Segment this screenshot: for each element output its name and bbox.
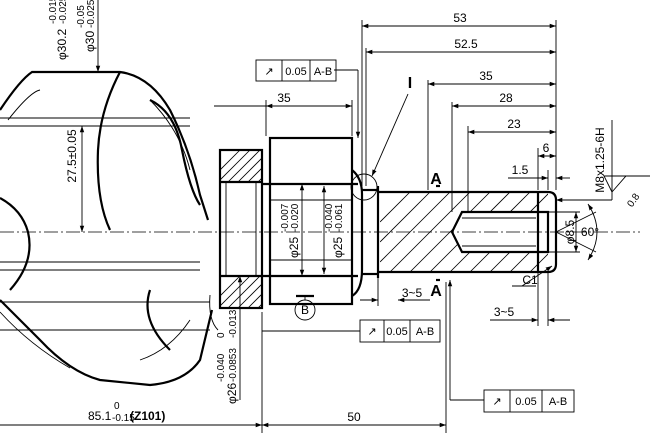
angle-60: 60°	[581, 225, 599, 239]
diam-26: φ26 -0.040 -0.0853 0 -0.013	[216, 309, 239, 404]
diam-30-2: φ30.2 -0.015 -0.025	[48, 0, 69, 60]
diam-25-b: φ25 -0.040 -0.061	[324, 203, 345, 258]
svg-text:0.05: 0.05	[285, 66, 306, 78]
svg-text:-0.15: -0.15	[112, 413, 135, 424]
dim-50: 50	[347, 410, 361, 424]
chamfer-c1: C1	[522, 273, 538, 287]
svg-text:-0.040: -0.040	[216, 353, 227, 382]
svg-text:-0.013: -0.013	[228, 309, 239, 338]
svg-text:-0.0853: -0.0853	[228, 348, 239, 382]
svg-text:-0.040: -0.040	[324, 203, 335, 232]
dim-27-5: 27.5±0.05	[65, 129, 79, 183]
svg-text:-0.05: -0.05	[76, 5, 87, 28]
svg-text:(Z101): (Z101)	[130, 409, 165, 423]
svg-text:A-B: A-B	[549, 396, 567, 408]
svg-text:φ25: φ25	[331, 237, 345, 258]
svg-text:0.05: 0.05	[386, 326, 407, 338]
diam-30: φ30 -0.05 -0.025	[76, 0, 97, 52]
dim-35-right: 35	[479, 69, 493, 83]
svg-text:A-B: A-B	[314, 66, 332, 78]
dim-1-5: 1.5	[512, 163, 529, 177]
runout-icon: ↗	[264, 66, 273, 78]
dim-6: 6	[543, 141, 550, 155]
thread-spec: M8x1.25-6H	[593, 127, 607, 192]
dim-35-left: 35	[277, 91, 291, 105]
dim-3-5-a: 3~5	[402, 286, 423, 300]
len-85-1: 85.1 0 -0.15 (Z101)	[88, 401, 165, 424]
dim-phi8-5: φ8.5	[563, 219, 577, 244]
svg-text:-0.007: -0.007	[280, 203, 291, 232]
dim-3-5-b: 3~5	[494, 305, 515, 319]
roughness-value: 0.8	[625, 191, 642, 209]
runout-icon: ↗	[367, 326, 376, 338]
svg-text:85.1: 85.1	[88, 409, 112, 423]
svg-text:φ26: φ26	[225, 383, 239, 404]
runout-icon: ↗	[492, 396, 501, 408]
svg-text:-0.025: -0.025	[58, 0, 69, 24]
crank-web	[0, 70, 219, 387]
svg-text:0: 0	[216, 332, 227, 338]
svg-text:-0.061: -0.061	[334, 203, 345, 232]
svg-text:A-B: A-B	[416, 326, 434, 338]
svg-text:-0.025: -0.025	[86, 0, 97, 28]
datum-b-label: B	[301, 303, 309, 317]
dim-28: 28	[499, 91, 513, 105]
datum-b-circle	[294, 299, 316, 321]
svg-text:0: 0	[114, 401, 120, 412]
svg-text:-0.015: -0.015	[48, 0, 59, 24]
svg-text:φ30.2: φ30.2	[55, 29, 69, 60]
section-i-label: I	[408, 75, 412, 92]
dim-23: 23	[507, 117, 521, 131]
gear-body	[262, 136, 380, 306]
fcf-middle: ↗ 0.05 A-B	[359, 319, 441, 343]
diam-25-a: φ25 -0.007 -0.020	[280, 203, 301, 258]
section-a-bottom: A	[430, 283, 442, 300]
fcf-top: ↗ 0.05 A-B	[255, 59, 337, 82]
dim-52-5: 52.5	[454, 37, 478, 51]
svg-text:φ25: φ25	[287, 237, 301, 258]
svg-text:0.05: 0.05	[515, 396, 536, 408]
flange	[218, 148, 264, 310]
dim-53: 53	[453, 11, 467, 25]
fcf-bottom: ↗ 0.05 A-B	[483, 389, 575, 413]
svg-text:φ30: φ30	[83, 31, 97, 52]
svg-text:-0.020: -0.020	[290, 203, 301, 232]
section-a-top: A	[430, 171, 442, 188]
